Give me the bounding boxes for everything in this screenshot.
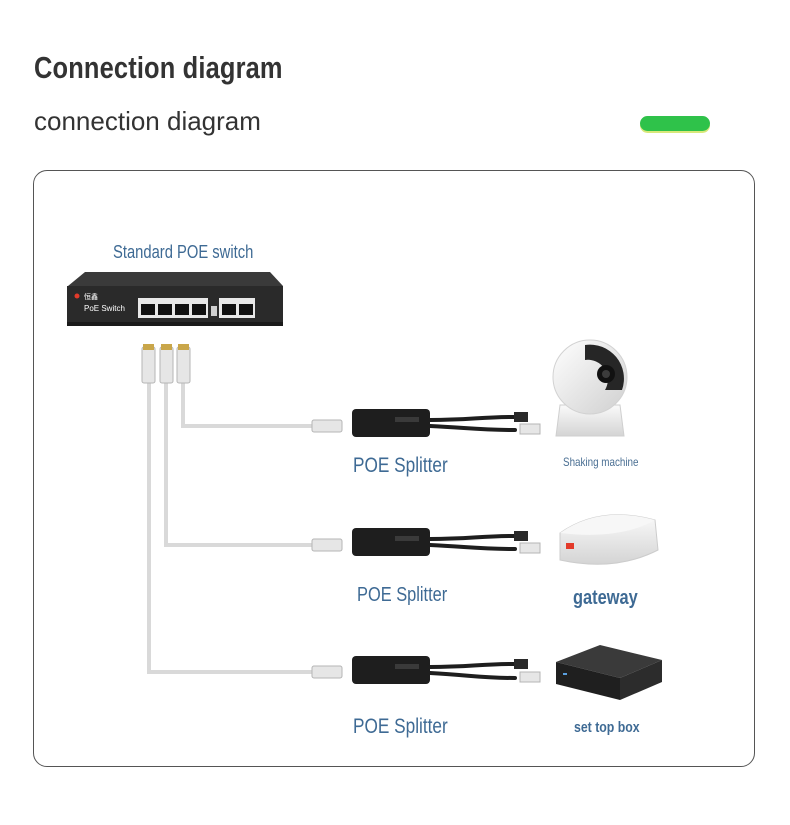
splitter-label: POE Splitter <box>357 584 448 606</box>
poe-switch-icon: 恒鑫 PoE Switch <box>67 272 283 326</box>
poe-splitter-icon <box>352 409 430 684</box>
rj45-plugs-splitter-in <box>311 419 343 679</box>
accent-bar <box>640 116 710 131</box>
camera-label: Shaking machine <box>563 455 639 469</box>
diagram-frame <box>33 170 755 767</box>
switch-label: Standard POE switch <box>113 242 254 262</box>
ethernet-cables <box>147 378 314 674</box>
set-top-box-icon <box>556 645 662 700</box>
splitter-output-cables <box>428 415 517 680</box>
page-subtitle: connection diagram <box>34 106 261 136</box>
splitter-output-plugs <box>514 412 541 683</box>
ptz-camera-icon <box>552 339 628 437</box>
set-top-box-label: set top box <box>574 719 640 736</box>
svg-text:PoE Switch: PoE Switch <box>84 304 125 313</box>
svg-text:恒鑫: 恒鑫 <box>84 292 98 301</box>
splitter-label: POE Splitter <box>353 715 448 738</box>
splitter-label: POE Splitter <box>353 454 448 477</box>
page-title: Connection diagram <box>34 50 283 85</box>
gateway-label: gateway <box>573 587 638 609</box>
rj45-plugs-top <box>141 344 191 384</box>
gateway-icon <box>559 514 659 565</box>
